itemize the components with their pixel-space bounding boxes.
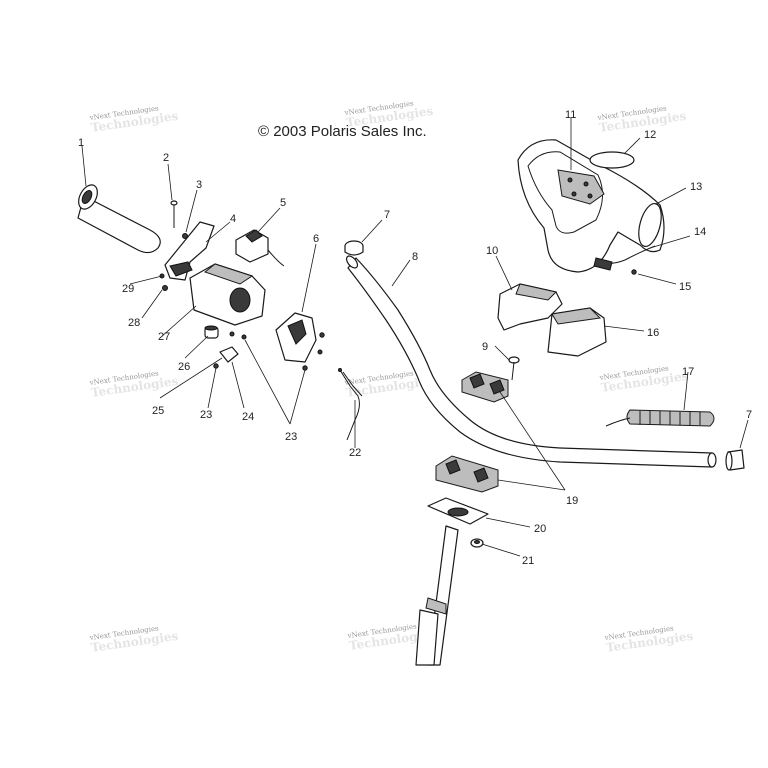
- callout-4: 4: [230, 213, 236, 225]
- nut-part-21: [470, 538, 484, 548]
- right-grip-part-17: [605, 409, 715, 427]
- callout-28: 28: [128, 317, 140, 329]
- washer-part-3: [182, 233, 188, 239]
- callout-labels: 1 2 3 4 5 6 7 7 8 9 10 11 12 13 14 15 16…: [78, 109, 752, 567]
- callout-17: 17: [682, 366, 694, 378]
- callout-11: 11: [565, 109, 576, 121]
- bracket-part-4: [164, 221, 215, 281]
- watermark-mid-left: Technologies vNext Technologies: [88, 369, 179, 400]
- throttle-housing-part-6: [275, 312, 325, 371]
- watermark-bottom-left: Technologies vNext Technologies: [88, 624, 179, 655]
- bolt-part-9: [508, 356, 520, 381]
- callout-23-left: 23: [200, 409, 212, 421]
- callout-26: 26: [178, 361, 190, 373]
- cover-part-10: [497, 283, 563, 331]
- plug-part-7-right: [725, 449, 745, 471]
- screw-part-2: [170, 200, 178, 228]
- callout-27: 27: [158, 331, 170, 343]
- nut-part-28: [162, 285, 168, 291]
- leader-lines: [81, 118, 749, 557]
- callout-7-right: 7: [746, 409, 752, 421]
- screw-part-23a: [229, 331, 235, 337]
- callout-14: 14: [694, 226, 706, 238]
- callout-2: 2: [163, 152, 169, 164]
- callout-22: 22: [349, 447, 361, 459]
- screw-part-23c: [213, 363, 219, 369]
- handlebar-part-8: [345, 255, 717, 468]
- copyright-text: © 2003 Polaris Sales Inc.: [258, 123, 427, 140]
- callout-7-top: 7: [384, 209, 390, 221]
- callout-6: 6: [313, 233, 319, 245]
- upper-clamp-part-19: [461, 371, 509, 403]
- callout-5: 5: [280, 197, 286, 209]
- lower-clamp-part-19: [435, 455, 499, 493]
- watermark-top-right: Technologies vNext Technologies: [596, 104, 687, 135]
- decal-part-12: [589, 151, 635, 169]
- housing-part-27: [189, 263, 266, 326]
- left-grip-part: [77, 184, 161, 254]
- bushing-part-26: [204, 325, 219, 339]
- callout-23-right: 23: [285, 431, 297, 443]
- screw-part-15: [631, 269, 637, 275]
- callout-12: 12: [644, 129, 656, 141]
- wire-part-14: [593, 245, 656, 271]
- callout-20: 20: [534, 523, 546, 535]
- callout-1: 1: [78, 137, 84, 149]
- cover-part-16: [547, 307, 607, 357]
- callout-29: 29: [122, 283, 134, 295]
- callout-13: 13: [690, 181, 702, 193]
- callout-16: 16: [647, 327, 659, 339]
- switch-part-5: [235, 229, 285, 267]
- callout-19: 19: [566, 495, 578, 507]
- callout-10: 10: [486, 245, 498, 257]
- cap-part-24: [219, 346, 239, 363]
- callout-21: 21: [522, 555, 534, 567]
- callout-25: 25: [152, 405, 164, 417]
- watermark-bottom-right: Technologies vNext Technologies: [603, 624, 694, 655]
- mounting-plate-part-20: [427, 497, 489, 525]
- steering-post: [415, 525, 459, 666]
- watermark-top-left: Technologies vNext Technologies: [88, 104, 179, 135]
- callout-15: 15: [679, 281, 691, 293]
- watermark-mid-right: Technologies vNext Technologies: [598, 364, 689, 395]
- callout-9: 9: [482, 341, 488, 353]
- callout-3: 3: [196, 179, 202, 191]
- callout-24: 24: [242, 411, 254, 423]
- callout-8: 8: [412, 251, 418, 263]
- screw-part-23b: [241, 334, 247, 340]
- plug-part-7-top: [344, 240, 364, 256]
